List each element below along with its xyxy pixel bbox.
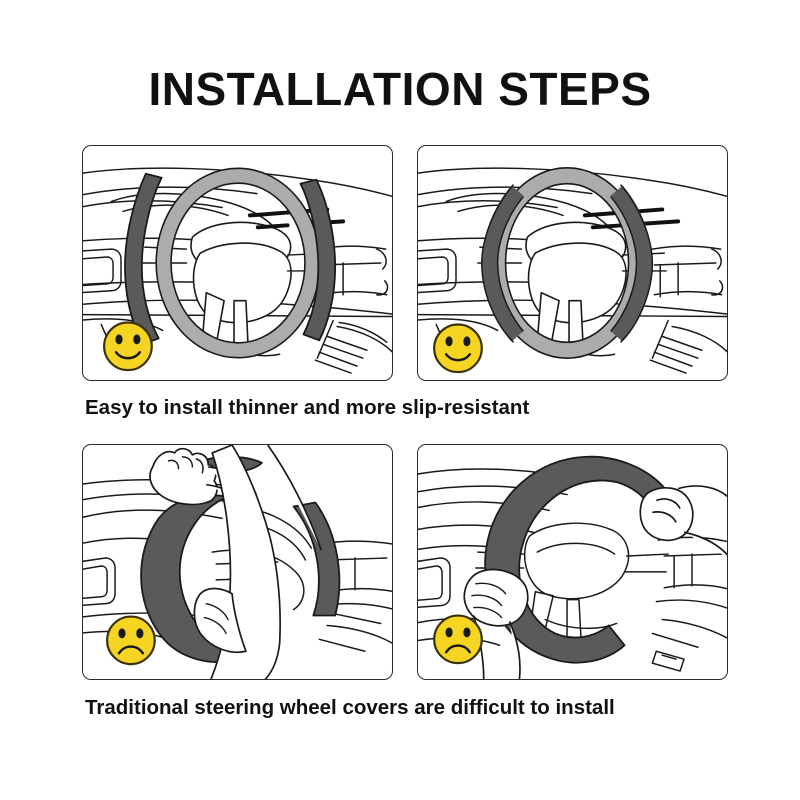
caption-row-1: Easy to install thinner and more slip-re… [85, 396, 530, 419]
traditional-cover-ring-right [292, 501, 341, 617]
panel-step-4 [417, 444, 728, 680]
cover-half-right [299, 178, 337, 342]
installed-cover [481, 185, 653, 342]
caption-row-2: Traditional steering wheel covers are di… [85, 696, 615, 719]
steering-wheel-rim [156, 168, 320, 358]
panel-step-3 [82, 444, 393, 680]
smiley-face-sad [433, 614, 483, 665]
smiley-face-happy [433, 323, 483, 374]
smiley-face-sad [106, 615, 156, 666]
panel-step-2 [417, 145, 728, 381]
panel-step-1 [82, 145, 393, 381]
page-title: INSTALLATION STEPS [148, 63, 652, 115]
traditional-thick-cover [484, 455, 670, 664]
smiley-face-happy [103, 321, 153, 372]
